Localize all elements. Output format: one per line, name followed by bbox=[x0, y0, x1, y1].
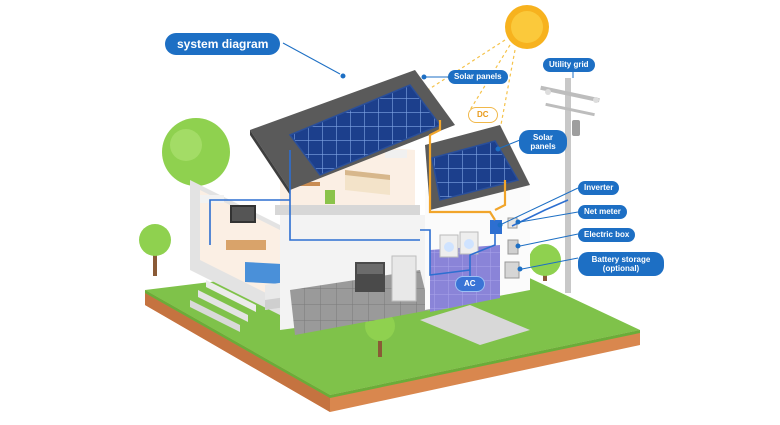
solar-panels-side-label: Solar panels bbox=[519, 130, 567, 155]
ground-floor bbox=[280, 215, 430, 335]
title-label: system diagram bbox=[165, 33, 281, 55]
stairs bbox=[190, 280, 256, 332]
sun bbox=[505, 5, 549, 49]
tree-left-small bbox=[139, 224, 171, 276]
utility-pole bbox=[540, 78, 600, 293]
battery-unit bbox=[504, 261, 520, 279]
electric-box-label: Electric box bbox=[578, 228, 636, 242]
battery-storage-label: Battery storage (optional) bbox=[578, 252, 664, 277]
ac-badge: AC bbox=[455, 276, 485, 292]
solar-panels-main-label: Solar panels bbox=[448, 70, 508, 84]
net-meter-label: Net meter bbox=[578, 205, 627, 219]
walkway bbox=[420, 305, 530, 345]
tree-right bbox=[529, 244, 561, 281]
main-roof bbox=[250, 70, 455, 195]
solar-panel-array-side bbox=[431, 140, 520, 201]
dc-wiring bbox=[428, 120, 507, 221]
utility-grid-label: Utility grid bbox=[543, 58, 595, 72]
inverter-label: Inverter bbox=[578, 181, 620, 195]
label-connectors bbox=[282, 42, 579, 272]
dc-badge: DC bbox=[468, 107, 498, 123]
ac-wiring bbox=[209, 150, 569, 290]
